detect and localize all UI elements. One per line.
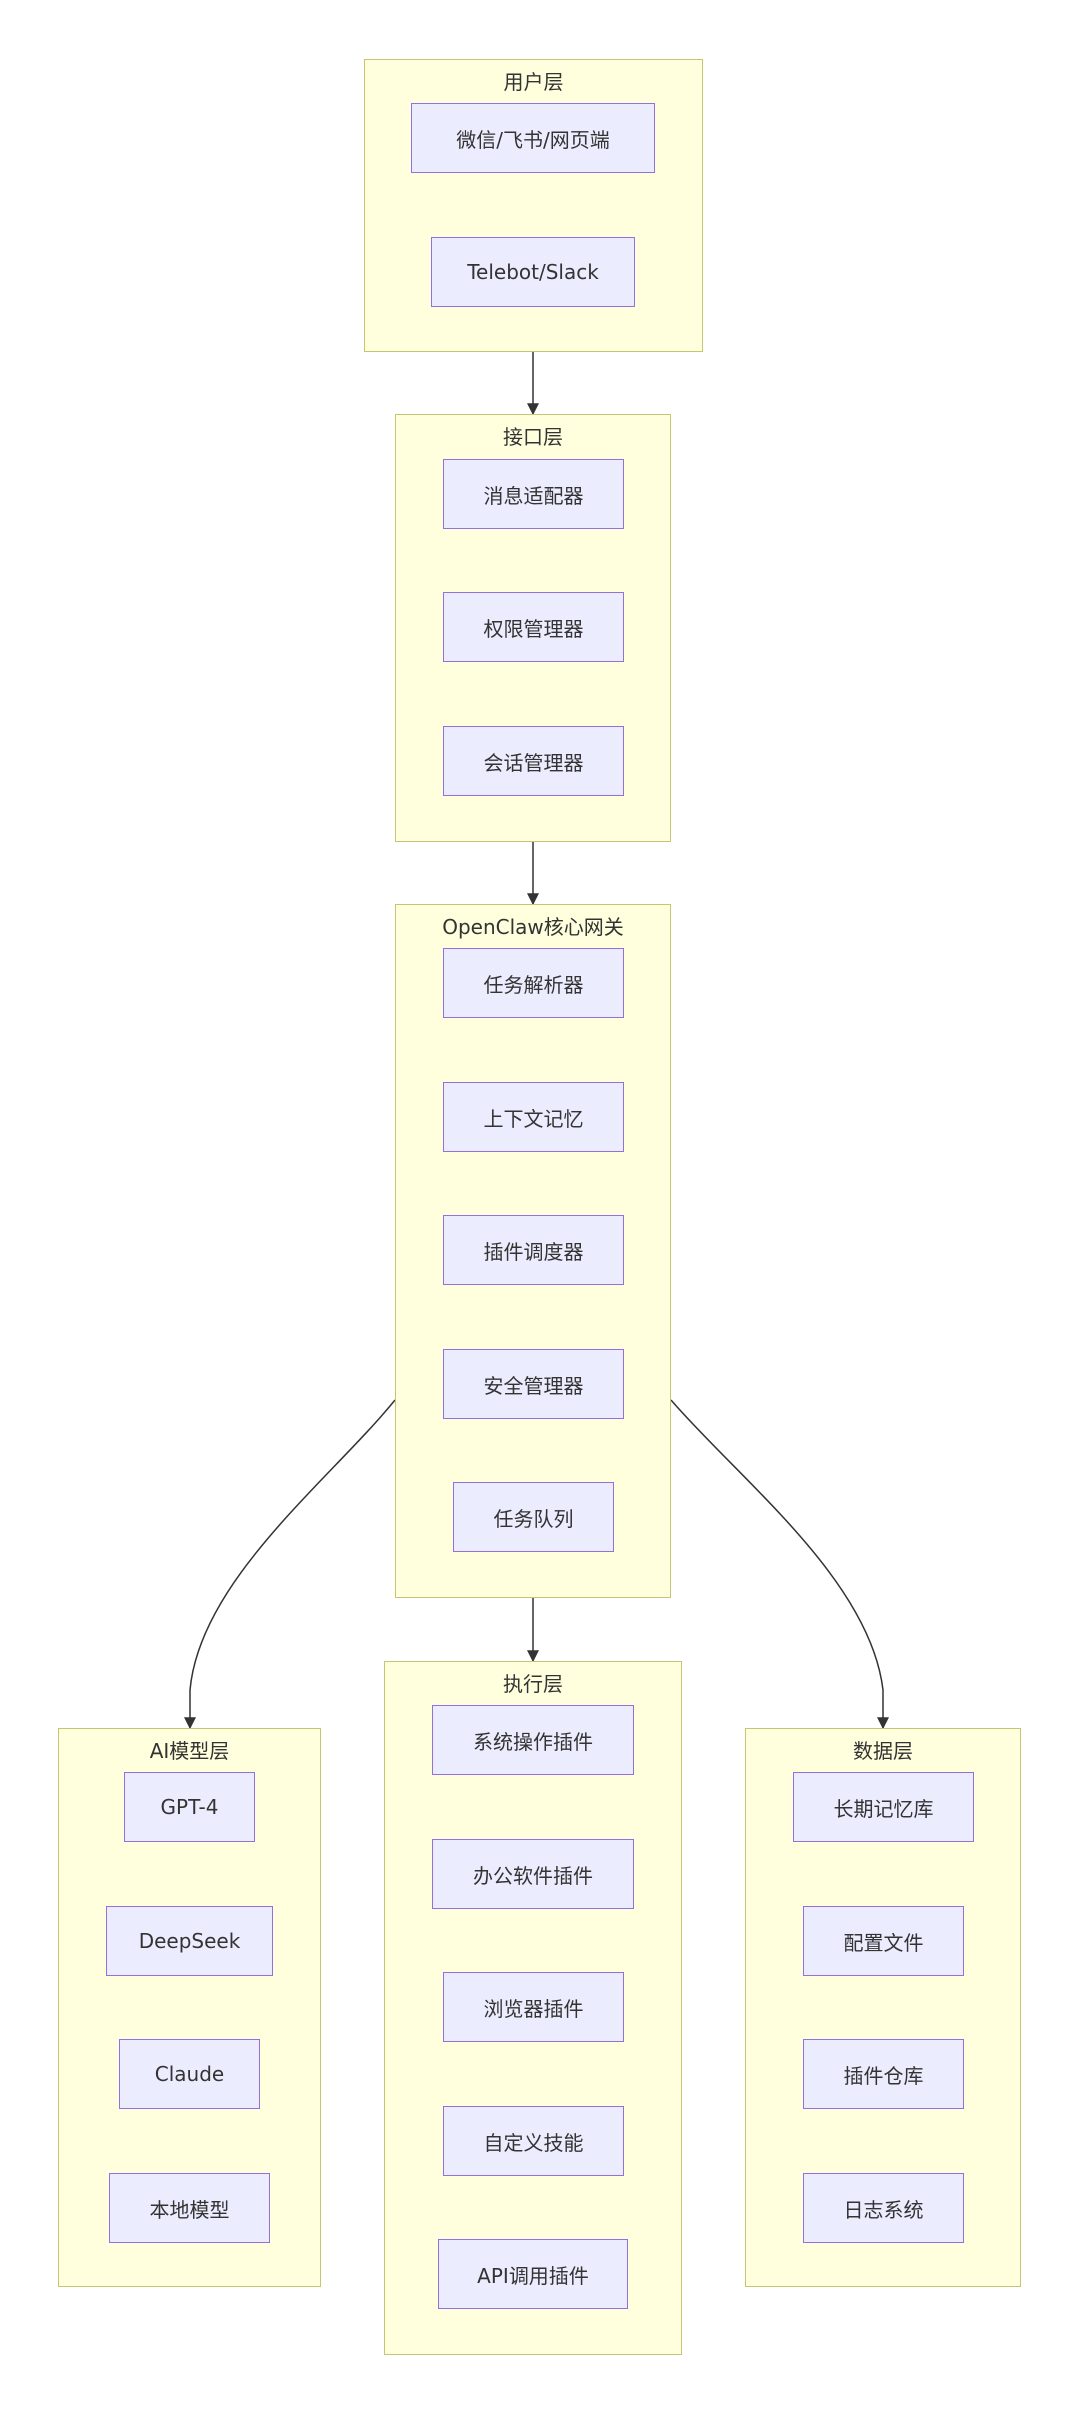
node-office-plugin: 办公软件插件 bbox=[432, 1839, 634, 1909]
node-browser-plugin: 浏览器插件 bbox=[443, 1972, 624, 2042]
node-session-manager: 会话管理器 bbox=[443, 726, 624, 796]
node-permission-manager: 权限管理器 bbox=[443, 592, 624, 662]
node-gpt4: GPT-4 bbox=[124, 1772, 255, 1842]
node-telebot-slack: Telebot/Slack bbox=[431, 237, 635, 307]
node-long-term-memory: 长期记忆库 bbox=[793, 1772, 974, 1842]
node-api-call-plugin: API调用插件 bbox=[438, 2239, 628, 2309]
edge-core-to-ai bbox=[184, 1399, 396, 1730]
node-deepseek: DeepSeek bbox=[106, 1906, 273, 1976]
node-plugin-repo: 插件仓库 bbox=[803, 2039, 964, 2109]
node-message-adapter: 消息适配器 bbox=[443, 459, 624, 529]
node-task-queue: 任务队列 bbox=[453, 1482, 614, 1552]
node-system-ops-plugin: 系统操作插件 bbox=[432, 1705, 634, 1775]
layer-interface-title: 接口层 bbox=[503, 425, 563, 449]
layer-user-title: 用户层 bbox=[503, 70, 564, 94]
node-log-system: 日志系统 bbox=[803, 2173, 964, 2243]
edge-core-to-data bbox=[670, 1399, 889, 1730]
node-claude: Claude bbox=[119, 2039, 260, 2109]
node-wechat-feishu-web: 微信/飞书/网页端 bbox=[411, 103, 655, 173]
node-context-memory: 上下文记忆 bbox=[443, 1082, 624, 1152]
node-plugin-scheduler: 插件调度器 bbox=[443, 1215, 624, 1285]
layer-core-title: OpenClaw核心网关 bbox=[442, 915, 624, 939]
node-config-files: 配置文件 bbox=[803, 1906, 964, 1976]
node-security-manager: 安全管理器 bbox=[443, 1349, 624, 1419]
node-task-parser: 任务解析器 bbox=[443, 948, 624, 1018]
layer-data-title: 数据层 bbox=[853, 1739, 913, 1763]
node-local-model: 本地模型 bbox=[109, 2173, 270, 2243]
node-custom-skill: 自定义技能 bbox=[443, 2106, 624, 2176]
layer-ai-title: AI模型层 bbox=[149, 1739, 230, 1763]
layer-exec-title: 执行层 bbox=[503, 1672, 563, 1696]
